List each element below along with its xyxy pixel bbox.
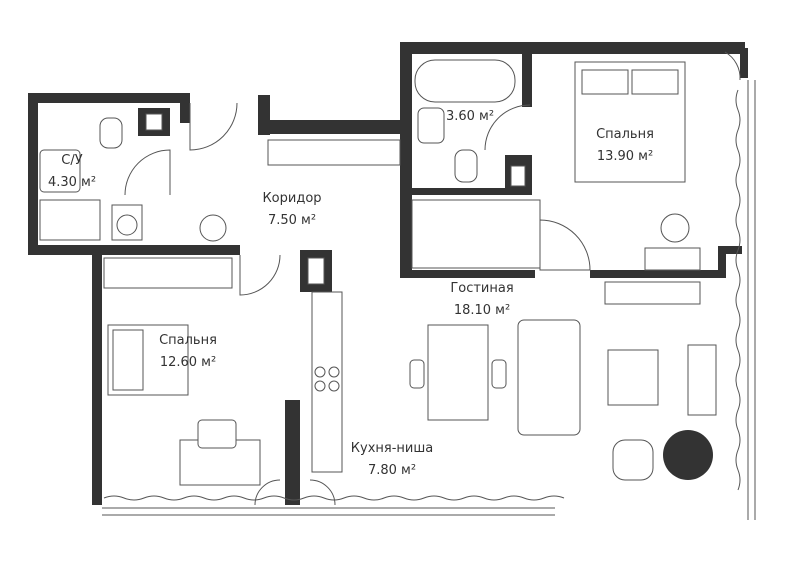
tv-stand [604, 281, 701, 305]
wardrobe [411, 199, 541, 269]
wall [258, 120, 412, 134]
wall [400, 42, 745, 54]
wall [740, 48, 748, 78]
toilet [99, 117, 123, 149]
door[interactable] [539, 219, 591, 271]
wall [522, 52, 532, 107]
pouf [199, 214, 227, 242]
wardrobe [103, 257, 233, 289]
wc-area: 4.30 м² [48, 175, 96, 190]
wall [180, 93, 190, 123]
room-labels: С/У 4.30 м² 3.60 м² Спальня 13.90 м² Кор… [48, 109, 654, 478]
bathtub [414, 59, 516, 103]
round-rug [663, 430, 713, 480]
walls [28, 42, 748, 505]
wall [590, 270, 725, 278]
sink [417, 107, 445, 144]
armchair [612, 439, 654, 481]
bedroom2-name: Спальня [159, 333, 217, 348]
wall [28, 245, 240, 255]
balcony-door[interactable] [254, 479, 336, 506]
dresser [644, 247, 701, 271]
wardrobe [267, 139, 401, 166]
bedroom1-name: Спальня [596, 127, 654, 142]
wall [92, 245, 102, 505]
bedroom2-area: 12.60 м² [160, 355, 216, 370]
bedroom1-area: 13.90 м² [597, 149, 653, 164]
shaft-core [307, 257, 325, 285]
door[interactable] [189, 102, 238, 151]
shower [39, 199, 101, 241]
wc-name: С/У [61, 153, 82, 168]
furniture [39, 59, 717, 486]
wall [285, 400, 300, 505]
curtain [735, 89, 741, 491]
living-area: 18.10 м² [454, 303, 510, 318]
coffee-table [607, 349, 659, 406]
sink [39, 149, 81, 193]
wall [718, 246, 742, 254]
door[interactable] [124, 149, 171, 196]
bath-area: 3.60 м² [446, 109, 494, 124]
toilet [454, 149, 478, 183]
tv [687, 344, 717, 416]
corridor-area: 7.50 м² [268, 213, 316, 228]
wall [412, 188, 532, 195]
sofa [517, 319, 581, 436]
door[interactable] [484, 104, 531, 151]
kitchen-name: Кухня-ниша [351, 441, 433, 456]
corridor-name: Коридор [262, 191, 321, 206]
door[interactable] [724, 51, 741, 81]
wall [28, 93, 38, 255]
wall [400, 42, 412, 278]
wall [718, 246, 726, 278]
doors [124, 51, 741, 506]
kitchen-area: 7.80 м² [368, 463, 416, 478]
living-name: Гостиная [450, 281, 513, 296]
wall [28, 93, 190, 103]
dining-table [427, 324, 489, 421]
pouf [660, 213, 690, 243]
shaft-core [510, 165, 526, 187]
shaft-core [145, 113, 163, 131]
wall [400, 270, 535, 278]
curtain [103, 495, 565, 501]
windows [102, 80, 756, 520]
chair [197, 419, 237, 449]
door[interactable] [239, 254, 281, 296]
